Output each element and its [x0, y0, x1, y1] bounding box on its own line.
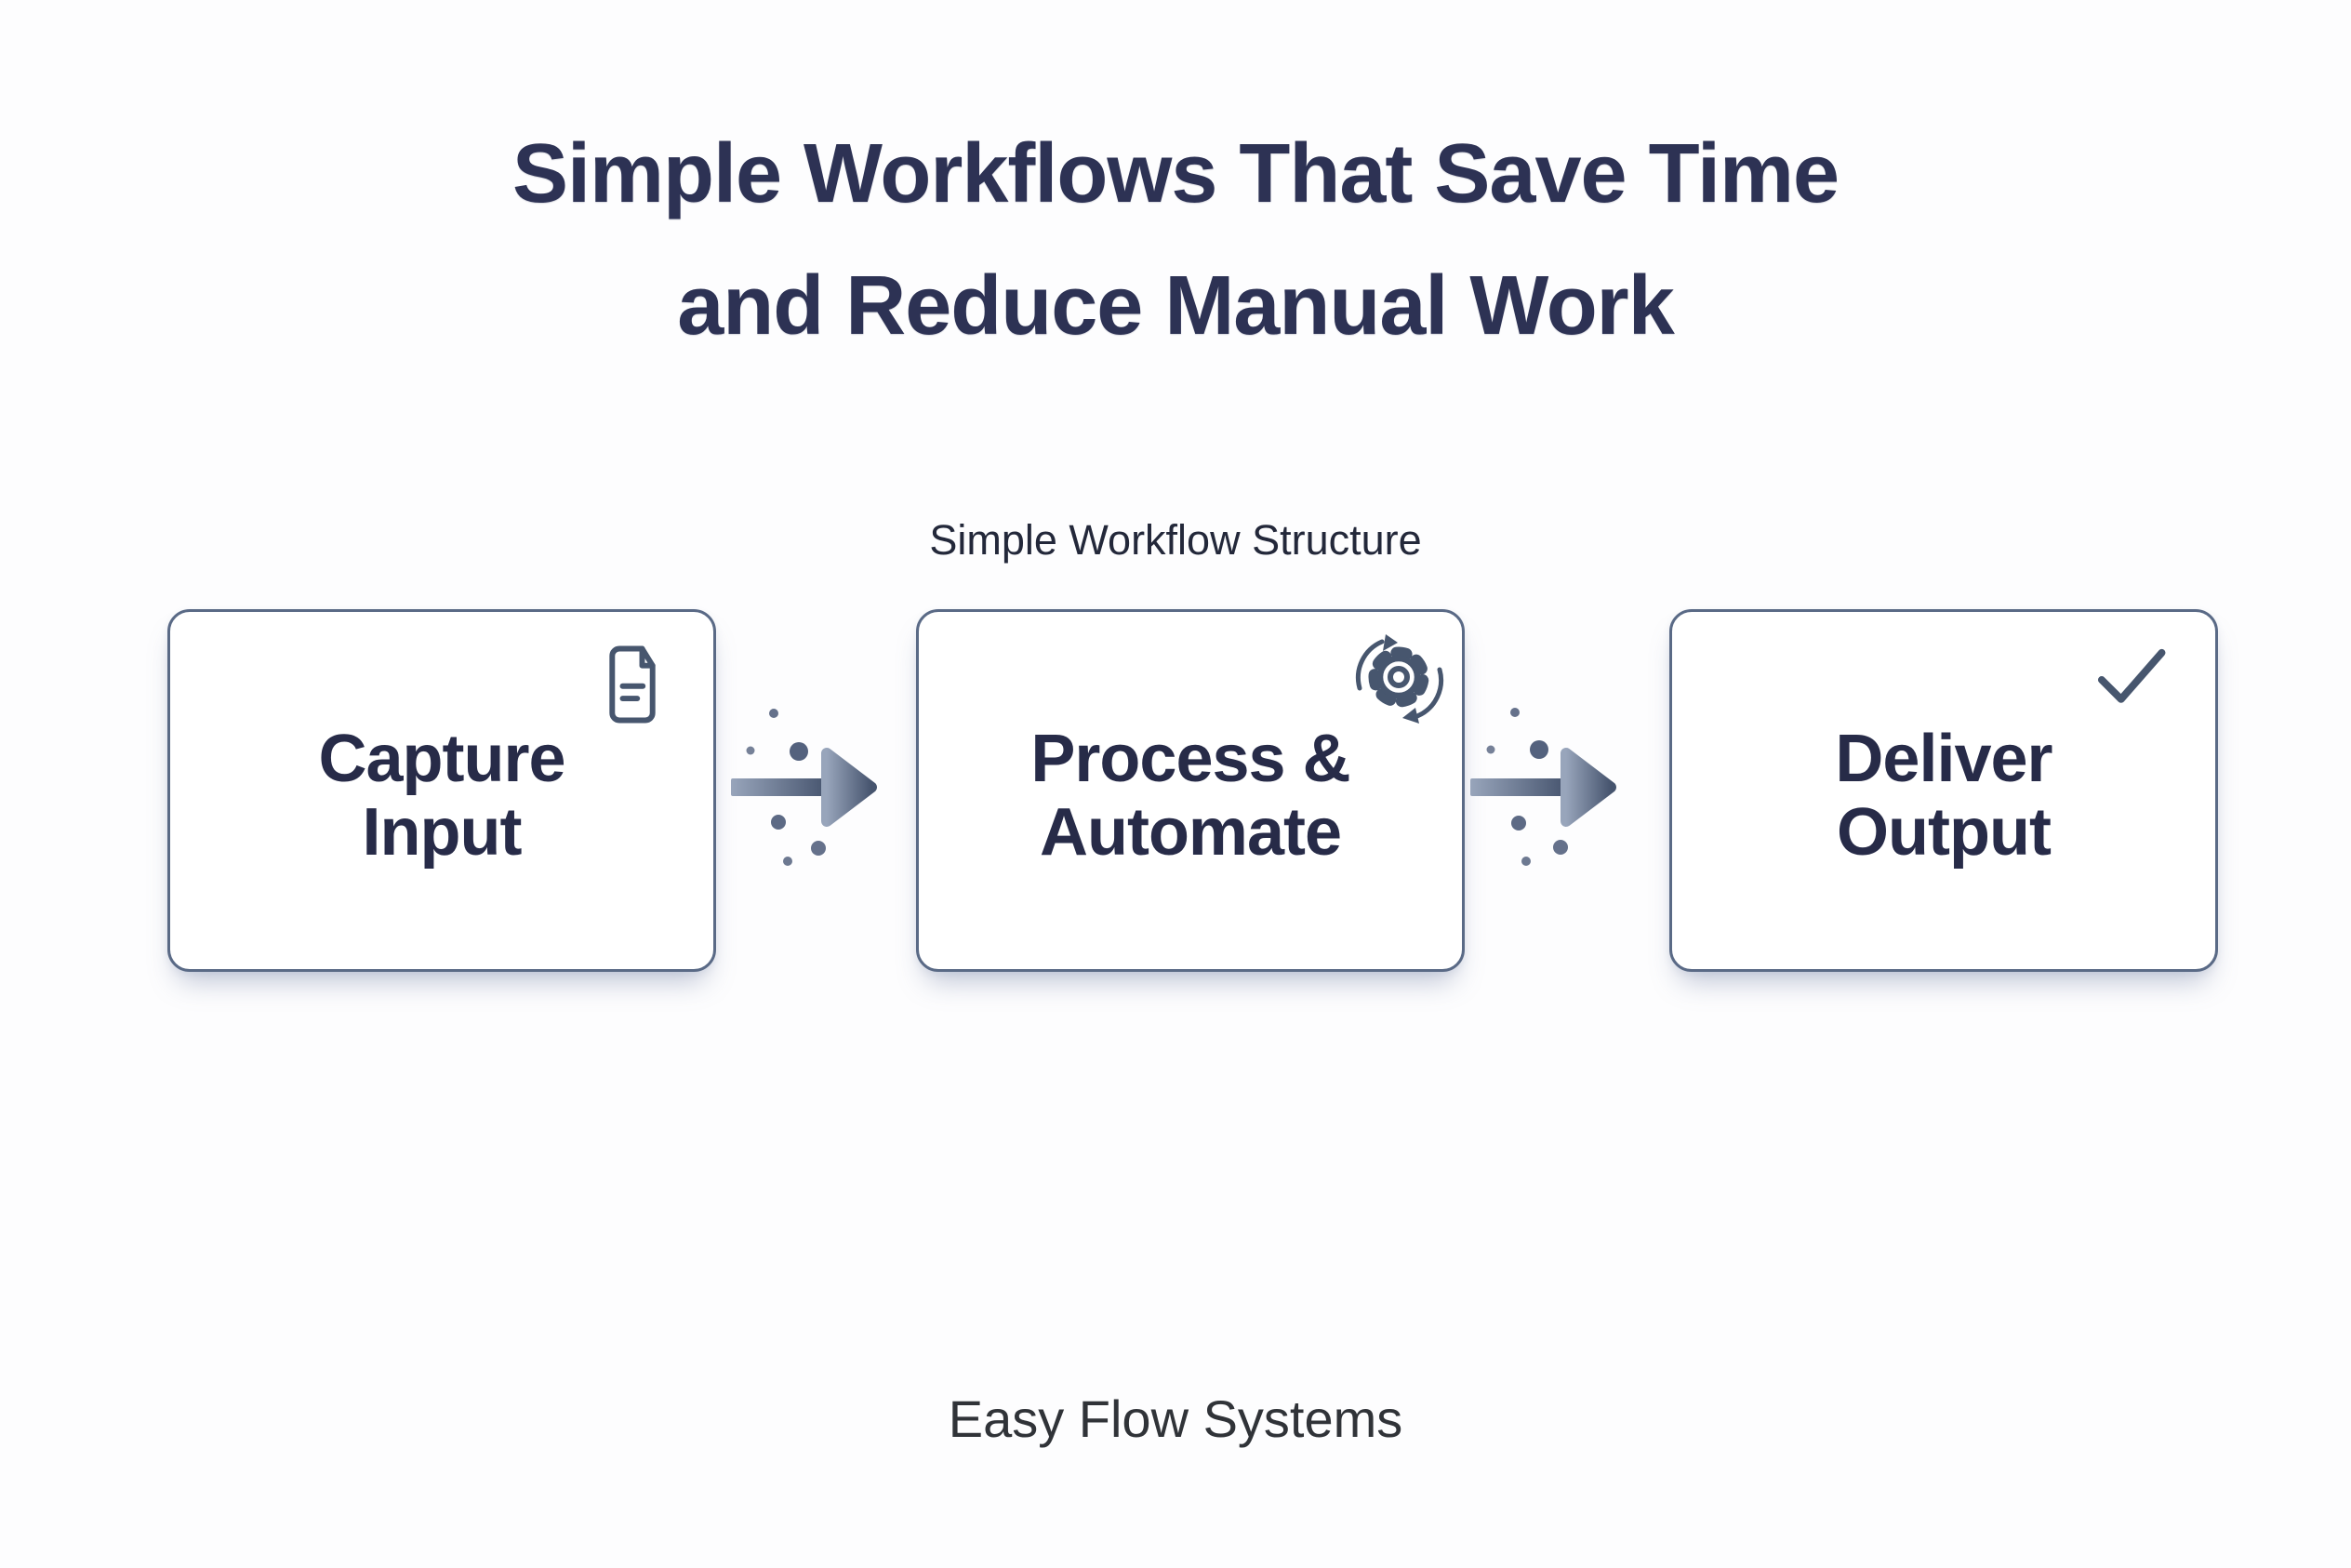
step-box-capture-input: Capture Input — [167, 609, 716, 972]
step-label-line: Output — [1837, 795, 2052, 870]
flow-arrow-icon — [1470, 708, 1616, 866]
step-label-line: Input — [362, 795, 523, 870]
step-label: Deliver Output — [1835, 711, 2052, 870]
page-title: Simple Workflows That Save Time and Redu… — [0, 108, 2351, 372]
gear-sync-icon — [1355, 634, 1444, 724]
arrow-dots — [746, 709, 826, 866]
flow-arrow-icon — [731, 709, 877, 866]
brand-footer: Easy Flow Systems — [948, 1389, 1403, 1448]
step-label: Capture Input — [318, 711, 565, 870]
checkmark-icon — [2097, 648, 2166, 703]
step-label-line: Deliver — [1835, 721, 2052, 796]
step-box-deliver-output: Deliver Output — [1669, 609, 2218, 972]
step-label-line: Capture — [318, 721, 565, 796]
diagram-caption: Simple Workflow Structure — [929, 516, 1422, 564]
page-title-line-2: and Reduce Manual Work — [677, 259, 1675, 352]
step-label-line: Process & — [1030, 721, 1350, 796]
page-title-line-1: Simple Workflows That Save Time — [511, 127, 1840, 220]
step-label: Process & Automate — [1030, 711, 1350, 870]
document-icon — [609, 645, 656, 724]
arrow-dots — [1486, 708, 1568, 866]
step-box-process-automate: Process & Automate — [916, 609, 1465, 972]
step-label-line: Automate — [1039, 795, 1342, 870]
